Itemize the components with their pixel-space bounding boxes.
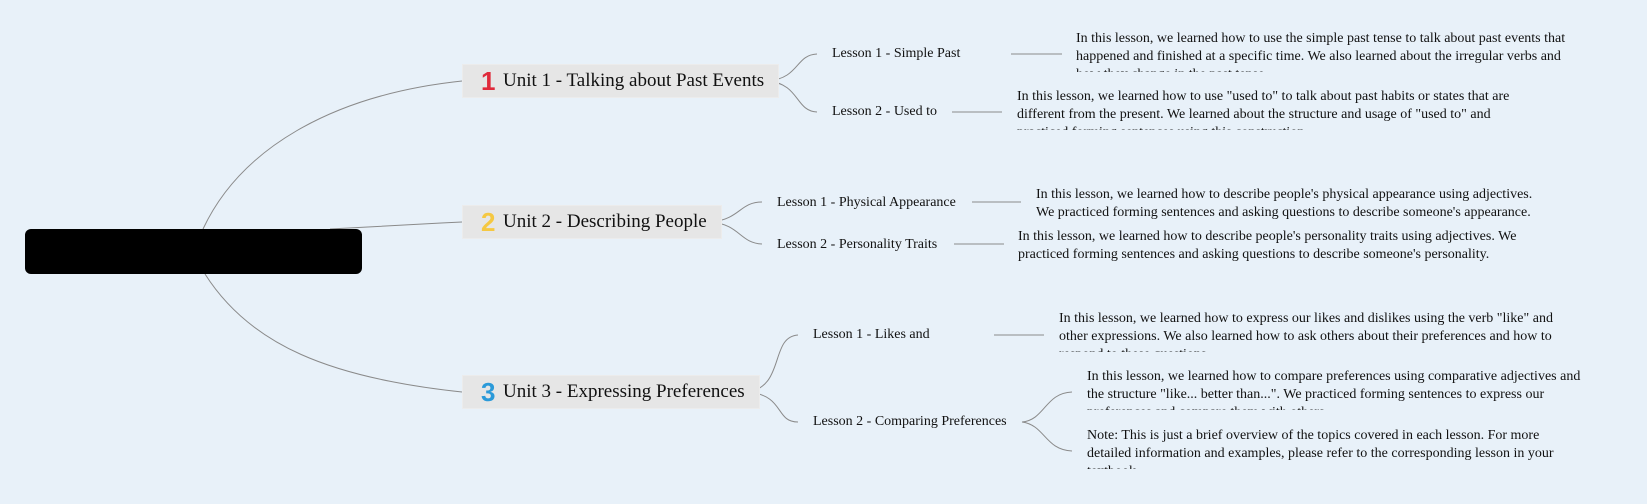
unit-3-lesson-1-note[interactable]: In this lesson, we learned how to expres…	[1059, 311, 1553, 352]
unit-1-title: Unit 1 - Talking about Past Events	[503, 70, 765, 91]
central-topic[interactable]	[25, 229, 362, 274]
link-root-unit-2	[329, 221, 463, 230]
unit-3-topic[interactable]: 3 Unit 3 - Expressing Preferences	[462, 375, 760, 409]
unit-3-lesson-2-note-2[interactable]: Note: This is just a brief overview of t…	[1087, 428, 1554, 469]
unit-2-lesson-2[interactable]: Lesson 2 - Personality Traits	[777, 237, 938, 252]
number-two-icon: 2	[481, 207, 496, 237]
unit-3-title: Unit 3 - Expressing Preferences	[503, 381, 745, 402]
unit-1-lesson-1[interactable]: Lesson 1 - Simple Past	[832, 46, 961, 61]
unit-1-lesson-1-note[interactable]: In this lesson, we learned how to use th…	[1076, 31, 1566, 72]
unit-2-topic[interactable]: 2 Unit 2 - Describing People	[462, 205, 722, 239]
unit-3-lesson-1[interactable]: Lesson 1 - Likes and	[813, 327, 930, 342]
unit-3-lesson-2-note-1[interactable]: In this lesson, we learned how to compar…	[1087, 369, 1581, 410]
unit-2-title: Unit 2 - Describing People	[503, 211, 707, 232]
number-three-icon: 3	[481, 377, 496, 407]
unit-3-lesson-2[interactable]: Lesson 2 - Comparing Preferences	[813, 414, 1007, 429]
link-root-unit-1	[202, 80, 463, 230]
number-one-icon: 1	[481, 66, 496, 96]
link-root-unit-3	[204, 273, 463, 393]
unit-1-lesson-2-note[interactable]: In this lesson, we learned how to use "u…	[1017, 89, 1510, 130]
link-u3l2-note-1	[1021, 391, 1073, 423]
unit-1-topic[interactable]: 1 Unit 1 - Talking about Past Events	[462, 64, 780, 98]
unit-2-lesson-1[interactable]: Lesson 1 - Physical Appearance	[777, 195, 956, 210]
unit-2-lesson-2-note[interactable]: In this lesson, we learned how to descri…	[1018, 229, 1517, 262]
unit-1-lesson-2[interactable]: Lesson 2 - Used to	[832, 104, 937, 119]
link-u3l2-note-2	[1021, 421, 1073, 452]
unit-2-lesson-1-note[interactable]: In this lesson, we learned how to descri…	[1036, 187, 1533, 220]
